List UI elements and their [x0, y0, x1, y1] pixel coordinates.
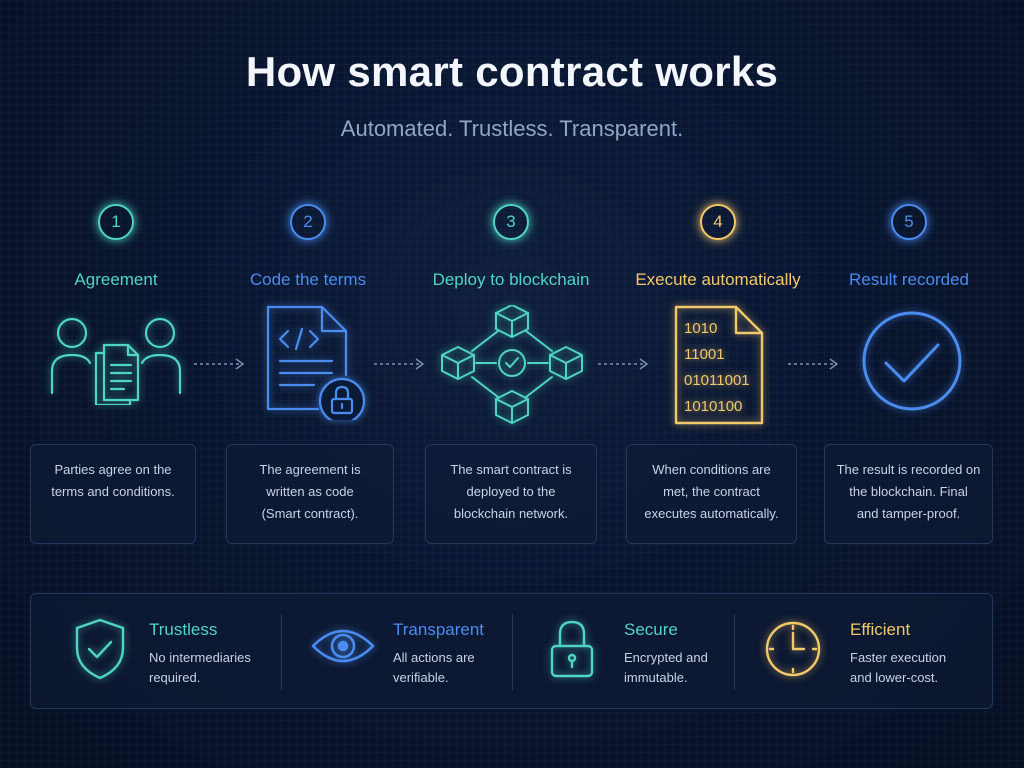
arrow-right-icon	[598, 358, 649, 370]
step-number: 4	[700, 204, 736, 240]
step-5-description-card: The result is recorded on the blockchain…	[824, 444, 993, 544]
step-1: 1 Agreement	[16, 200, 216, 290]
step-1-description-card: Parties agree on the terms and condition…	[30, 444, 196, 544]
eye-icon	[311, 629, 375, 663]
binary-line: 1010	[684, 320, 717, 337]
step-4-description-card: When conditions are met, the contract ex…	[626, 444, 797, 544]
clock-icon	[765, 621, 821, 677]
benefit-description: No intermediaries required.	[149, 650, 251, 685]
step-label: Agreement	[74, 270, 158, 289]
step-description: The smart contract is deployed to the bl…	[450, 462, 572, 521]
binary-document-icon: 1010 11001 01011001 1010100	[674, 305, 764, 425]
benefit-title: Trustless	[149, 620, 218, 639]
benefit-trustless: Trustless No intermediaries required.	[31, 594, 281, 710]
step-number: 5	[891, 204, 927, 240]
page-subtitle: Automated. Trustless. Transparent.	[340, 116, 684, 141]
step-3-description-card: The smart contract is deployed to the bl…	[425, 444, 597, 544]
benefit-transparent: Transparent All actions are verifiable.	[281, 594, 511, 710]
benefit-description: Encrypted and immutable.	[624, 650, 708, 685]
step-5: 5 Result recorded	[809, 200, 1009, 290]
divider	[734, 614, 735, 690]
step-description: Parties agree on the terms and condition…	[51, 462, 175, 499]
divider	[512, 614, 513, 690]
benefit-title: Secure	[624, 620, 678, 639]
benefit-title: Transparent	[393, 620, 485, 639]
arrow-right-icon	[788, 358, 839, 370]
benefit-efficient: Efficient Faster execution and lower-cos…	[734, 594, 992, 710]
page-title: How smart contract works	[245, 48, 779, 95]
blockchain-network-icon	[441, 305, 583, 424]
step-2: 2 Code the terms	[208, 200, 408, 290]
step-label: Code the terms	[249, 270, 367, 289]
code-document-lock-icon	[266, 305, 366, 420]
benefit-description: Faster execution and lower-cost.	[850, 650, 947, 685]
benefits-panel: Trustless No intermediaries required. Tr…	[30, 593, 993, 709]
binary-line: 11001	[684, 346, 725, 363]
binary-line: 01011001	[684, 372, 750, 389]
binary-line: 1010100	[684, 398, 742, 415]
benefit-description: All actions are verifiable.	[393, 650, 475, 685]
step-label: Result recorded	[848, 270, 969, 289]
benefit-secure: Secure Encrypted and immutable.	[512, 594, 734, 710]
padlock-icon	[550, 620, 594, 678]
step-number: 3	[493, 204, 529, 240]
benefit-title: Efficient	[850, 620, 911, 639]
step-description: The agreement is written as code (Smart …	[259, 462, 361, 521]
step-label: Execute automatically	[635, 270, 801, 289]
two-people-document-icon	[50, 317, 182, 405]
divider	[281, 614, 282, 690]
arrow-right-icon	[194, 358, 245, 370]
shield-check-icon	[75, 618, 125, 680]
step-number: 2	[290, 204, 326, 240]
step-description: When conditions are met, the contract ex…	[644, 462, 779, 521]
step-number: 1	[98, 204, 134, 240]
checkmark-circle-icon	[862, 311, 962, 411]
step-label: Deploy to blockchain	[432, 270, 590, 289]
step-description: The result is recorded on the blockchain…	[836, 462, 981, 521]
arrow-right-icon	[374, 358, 425, 370]
step-4: 4 Execute automatically	[618, 200, 818, 290]
step-2-description-card: The agreement is written as code (Smart …	[226, 444, 394, 544]
step-3: 3 Deploy to blockchain	[411, 200, 611, 290]
